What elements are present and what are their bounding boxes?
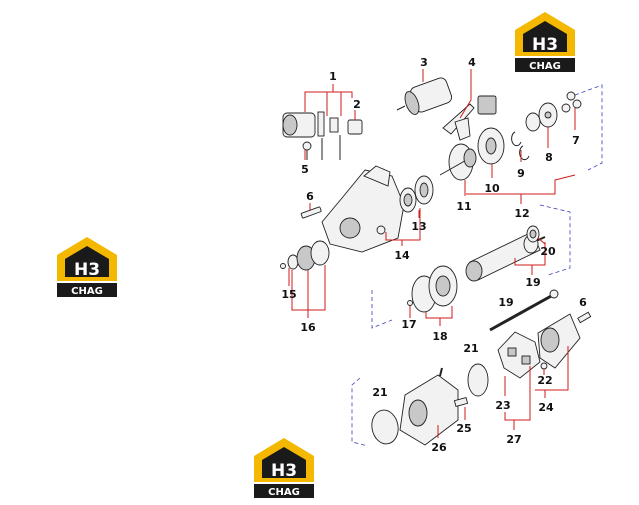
part-solenoid bbox=[396, 77, 453, 115]
logo-caption-bg bbox=[254, 484, 314, 498]
part-clutch bbox=[477, 127, 505, 165]
callout-25: 25 bbox=[456, 422, 471, 435]
callout-8: 8 bbox=[545, 151, 553, 164]
logo-inner-shape bbox=[262, 447, 306, 478]
logo-caption-bg bbox=[515, 58, 575, 72]
logo-caption-bg bbox=[57, 283, 117, 297]
part-grommet-22 bbox=[540, 362, 548, 370]
callout-21-right: 21 bbox=[463, 342, 478, 355]
callout-17: 17 bbox=[401, 318, 416, 331]
part-bolt-6-left bbox=[300, 206, 322, 219]
logo-inner-shape bbox=[523, 21, 567, 52]
callout-13: 13 bbox=[411, 220, 426, 233]
logo-mark: H3 bbox=[271, 461, 297, 481]
logo-mark: H3 bbox=[74, 260, 100, 280]
callout-6-left: 6 bbox=[306, 190, 314, 203]
leader-lines bbox=[288, 69, 576, 438]
callout-16: 16 bbox=[300, 321, 316, 334]
part-end-cover bbox=[537, 313, 581, 369]
callout-11: 11 bbox=[456, 200, 471, 213]
callout-19-armature: 19 bbox=[525, 276, 540, 289]
assembly-bracket-mid-right bbox=[539, 204, 571, 276]
callout-23: 23 bbox=[495, 399, 510, 412]
part-snap-rings bbox=[511, 131, 530, 161]
part-gasket-left bbox=[371, 409, 399, 445]
part-bearing-20 bbox=[526, 225, 540, 243]
assembly-bracket-bottom bbox=[351, 377, 369, 447]
part-gasket-right bbox=[467, 363, 489, 397]
part-internal-gear-rings bbox=[407, 265, 458, 313]
callout-24: 24 bbox=[538, 401, 554, 414]
callout-19-bolt: 19 bbox=[498, 296, 513, 309]
part-solenoid-switch bbox=[282, 111, 341, 160]
callout-14: 14 bbox=[394, 249, 410, 262]
callout-18: 18 bbox=[432, 330, 447, 343]
callout-9: 9 bbox=[517, 167, 525, 180]
callout-27: 27 bbox=[506, 433, 521, 446]
part-terminal-nut bbox=[347, 119, 363, 135]
callout-26: 26 bbox=[431, 441, 447, 454]
part-planetary-gears bbox=[280, 240, 330, 271]
part-pinion-shaft bbox=[439, 143, 477, 181]
callout-4: 4 bbox=[468, 56, 476, 69]
callout-6-right: 6 bbox=[579, 296, 587, 309]
part-drive-housing bbox=[321, 165, 405, 253]
logo-mark: H3 bbox=[532, 35, 558, 55]
part-washers-7 bbox=[561, 91, 582, 113]
assembly-bracket-mid-left bbox=[371, 290, 393, 329]
part-bolt-5 bbox=[302, 141, 312, 160]
part-terminal-25 bbox=[453, 396, 469, 408]
callout-10: 10 bbox=[484, 182, 500, 195]
part-brush-holder bbox=[497, 331, 541, 379]
part-bolt-6-right bbox=[577, 311, 592, 324]
part-shift-lever bbox=[442, 95, 497, 141]
part-armature bbox=[465, 231, 546, 282]
assembly-bracket-top bbox=[574, 84, 603, 171]
part-retainer-plate bbox=[525, 102, 558, 132]
callout-1: 1 bbox=[329, 70, 337, 83]
part-bearings-13 bbox=[399, 175, 434, 213]
logo-inner-shape bbox=[65, 246, 109, 277]
callout-22: 22 bbox=[537, 374, 552, 387]
logo-caption: CHAG bbox=[71, 286, 103, 297]
callout-15: 15 bbox=[281, 288, 296, 301]
callout-2: 2 bbox=[353, 98, 361, 111]
callout-5: 5 bbox=[301, 163, 309, 176]
logo-caption: CHAG bbox=[268, 487, 300, 498]
logo-caption: CHAG bbox=[529, 61, 561, 72]
callout-20: 20 bbox=[540, 245, 556, 258]
callout-21-left: 21 bbox=[372, 386, 387, 399]
logo-left: H3 CHAG bbox=[57, 237, 117, 297]
callout-12: 12 bbox=[514, 207, 529, 220]
part-through-bolt bbox=[489, 289, 559, 332]
callout-3: 3 bbox=[420, 56, 428, 69]
part-yoke bbox=[399, 367, 459, 446]
callout-7: 7 bbox=[572, 134, 580, 147]
callout-labels: 1 2 3 4 5 6 6 7 8 9 10 11 12 13 14 15 16… bbox=[281, 56, 587, 454]
logo-top-right: H3 CHAG bbox=[515, 12, 575, 72]
logo-bottom: H3 CHAG bbox=[254, 438, 314, 498]
